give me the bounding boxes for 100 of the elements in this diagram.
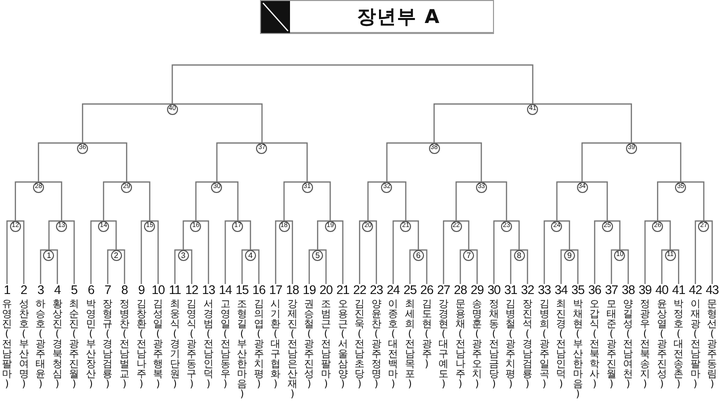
bracket-line bbox=[456, 181, 482, 221]
bracket-line bbox=[102, 181, 127, 221]
match-number: 2 bbox=[110, 250, 122, 261]
bracket-line bbox=[15, 220, 24, 284]
match-number: 7 bbox=[463, 250, 474, 261]
draw-number: 11 bbox=[168, 284, 181, 297]
draw-number: 22 bbox=[353, 284, 366, 297]
bracket-line bbox=[392, 220, 406, 284]
bracket-line bbox=[150, 220, 159, 284]
draw-number: 37 bbox=[604, 284, 618, 297]
draw-number: 20 bbox=[320, 284, 332, 297]
bracket-line bbox=[386, 142, 434, 182]
bracket-line bbox=[442, 220, 456, 284]
bracket-line bbox=[569, 249, 578, 284]
draw-number: 12 bbox=[185, 284, 198, 297]
bracket-line bbox=[556, 220, 570, 250]
bracket-line bbox=[38, 181, 62, 221]
match-number: 6 bbox=[412, 250, 424, 261]
bracket-line bbox=[607, 220, 620, 250]
draw-number: 33 bbox=[538, 284, 551, 297]
bracket-line bbox=[216, 181, 238, 221]
bracket-line bbox=[241, 249, 250, 284]
bracket-line bbox=[172, 64, 534, 104]
bracket-line bbox=[386, 181, 406, 221]
match-number: 4 bbox=[244, 250, 256, 261]
bracket-line bbox=[560, 249, 570, 284]
bracket-line bbox=[581, 142, 632, 182]
bracket-line bbox=[283, 181, 308, 221]
player-name: 김영식(광주동구) bbox=[186, 300, 198, 390]
title: 장년부 A bbox=[357, 7, 440, 27]
match-number: 5 bbox=[312, 250, 324, 261]
bracket-line bbox=[317, 220, 330, 250]
draw-number: 15 bbox=[236, 284, 248, 297]
draw-number: 10 bbox=[152, 284, 165, 297]
draw-number: 16 bbox=[252, 284, 266, 297]
draw-number: 34 bbox=[554, 284, 568, 297]
bracket-line bbox=[594, 220, 608, 284]
bracket-line bbox=[174, 249, 184, 284]
match-number: 8 bbox=[514, 250, 525, 261]
player-name: 최진경(전남인덕) bbox=[556, 300, 567, 390]
bracket-line bbox=[172, 103, 263, 143]
player-name: 정채동(전남금당) bbox=[488, 300, 500, 390]
bracket-line bbox=[582, 181, 608, 221]
bracket-line bbox=[275, 220, 284, 284]
draw-number: 27 bbox=[437, 284, 450, 297]
player-name: 오용근(서울삼양) bbox=[337, 300, 348, 390]
bracket-line bbox=[224, 220, 238, 284]
bracket-line bbox=[532, 103, 632, 143]
player-name: 모태준(광주진월) bbox=[606, 300, 617, 390]
draw-number: 32 bbox=[521, 284, 534, 297]
player-name: 황상진(경북청심) bbox=[52, 300, 63, 390]
bracket-line bbox=[409, 249, 418, 284]
match-number: 3 bbox=[178, 250, 189, 261]
player-name: 서경범(전남인덕) bbox=[202, 300, 214, 390]
draw-number: 25 bbox=[404, 284, 416, 297]
draw-number: 14 bbox=[218, 284, 232, 297]
draw-number: 3 bbox=[37, 284, 44, 297]
draw-number: 21 bbox=[336, 284, 350, 297]
player-name: 유영진(전남팔마) bbox=[2, 300, 12, 390]
bracket-line bbox=[657, 181, 681, 221]
bracket-line bbox=[284, 220, 294, 284]
bracket-line bbox=[330, 220, 344, 284]
player-name: 최웅식(경기단원) bbox=[169, 300, 180, 390]
bracket-line bbox=[670, 249, 680, 284]
draw-number: 28 bbox=[454, 284, 467, 297]
bracket-line bbox=[262, 142, 308, 182]
bracket-line bbox=[661, 249, 670, 284]
bracket-line bbox=[238, 220, 252, 250]
bracket-line bbox=[519, 249, 528, 284]
bracket-line bbox=[680, 181, 704, 221]
bracket-line bbox=[140, 220, 150, 284]
bracket-line bbox=[38, 142, 83, 182]
bracket-line bbox=[104, 220, 117, 250]
bracket-line bbox=[434, 142, 482, 182]
player-name: 김진욱(전남초당) bbox=[354, 300, 366, 390]
player-name: 문형선(광주동림) bbox=[706, 300, 718, 390]
bracket-line bbox=[418, 249, 428, 284]
player-name: 최세희(전남목포) bbox=[404, 300, 416, 390]
player-name: 박정호(대전송촌) bbox=[673, 300, 684, 390]
bracket-line bbox=[318, 249, 327, 284]
bracket-line bbox=[620, 249, 629, 284]
draw-number: 13 bbox=[202, 284, 215, 297]
player-name: 김도현(광주) bbox=[421, 300, 432, 370]
player-name: 김병희(광주일곡) bbox=[538, 300, 550, 390]
draw-number: 39 bbox=[638, 284, 652, 297]
player-name: 이재광(전남팔마) bbox=[690, 300, 701, 390]
draw-number: 6 bbox=[88, 284, 94, 297]
player-name: 강경현(대구예도) bbox=[438, 300, 450, 390]
bracket-line bbox=[82, 142, 128, 182]
player-name: 장형규(경남검룡) bbox=[102, 300, 114, 390]
draw-number: 24 bbox=[386, 284, 400, 297]
player-name: 성찬호(부산여명) bbox=[18, 300, 30, 390]
draw-number: 41 bbox=[672, 284, 686, 297]
player-name: 문용채(전남나주) bbox=[454, 300, 466, 390]
draw-number: 42 bbox=[688, 284, 702, 297]
bracket-line bbox=[456, 220, 470, 250]
draw-number: 17 bbox=[269, 284, 282, 297]
bracket-line bbox=[460, 249, 469, 284]
player-name: 박채현(부산한마음) bbox=[572, 300, 584, 400]
bracket-line bbox=[6, 220, 16, 284]
